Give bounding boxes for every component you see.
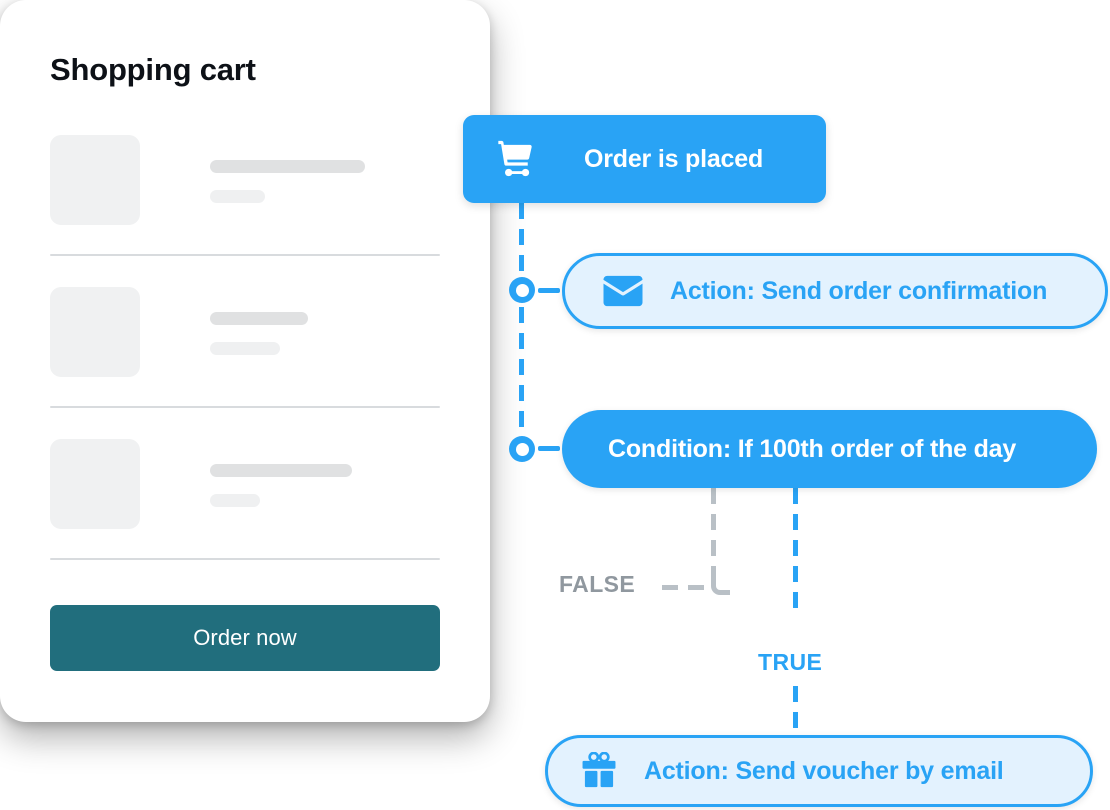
false-branch-vertical-line [711, 488, 716, 574]
product-subtitle-placeholder [210, 190, 265, 203]
true-branch-line-upper [793, 488, 798, 610]
product-title-placeholder [210, 312, 308, 325]
list-item[interactable] [50, 130, 440, 230]
branch-label-true: TRUE [758, 649, 823, 675]
product-thumbnail-placeholder [50, 287, 140, 377]
product-thumbnail-placeholder [50, 135, 140, 225]
cart-item-list [50, 130, 440, 586]
connector-stub-confirmation [538, 288, 560, 293]
shopping-cart-card: Shopping cart Order now [0, 0, 490, 722]
product-subtitle-placeholder [210, 342, 280, 355]
list-divider [50, 558, 440, 560]
list-item[interactable] [50, 282, 440, 382]
flow-node-send-voucher-by-email[interactable]: Action: Send voucher by email [545, 735, 1093, 807]
envelope-icon [603, 275, 643, 307]
list-divider [50, 254, 440, 256]
product-subtitle-placeholder [210, 494, 260, 507]
flow-node-label: Order is placed [584, 144, 764, 173]
junction-dot-condition[interactable] [509, 436, 535, 462]
false-branch-horizontal-line [662, 585, 714, 590]
flow-trunk-line [519, 203, 524, 447]
gift-icon [580, 752, 618, 790]
flow-node-condition-100th-order[interactable]: Condition: If 100th order of the day [562, 410, 1097, 488]
flow-node-label: Condition: If 100th order of the day [608, 434, 1017, 463]
product-title-placeholder [210, 160, 365, 173]
product-thumbnail-placeholder [50, 439, 140, 529]
branch-label-false: FALSE [559, 571, 636, 597]
connector-stub-condition [538, 446, 560, 451]
false-branch-elbow [711, 566, 730, 595]
flow-node-label: Action: Send order confirmation [670, 276, 1048, 305]
flow-node-label: Action: Send voucher by email [644, 756, 1004, 785]
junction-dot-confirmation[interactable] [509, 277, 535, 303]
product-title-placeholder [210, 464, 352, 477]
page-title: Shopping cart [50, 52, 256, 87]
shopping-cart-icon [494, 139, 538, 179]
order-now-button[interactable]: Order now [50, 605, 440, 671]
list-item[interactable] [50, 434, 440, 534]
list-divider [50, 406, 440, 408]
flow-node-send-order-confirmation[interactable]: Action: Send order confirmation [562, 253, 1108, 329]
true-branch-line-lower [793, 686, 798, 736]
flow-node-order-placed[interactable]: Order is placed [463, 115, 826, 203]
